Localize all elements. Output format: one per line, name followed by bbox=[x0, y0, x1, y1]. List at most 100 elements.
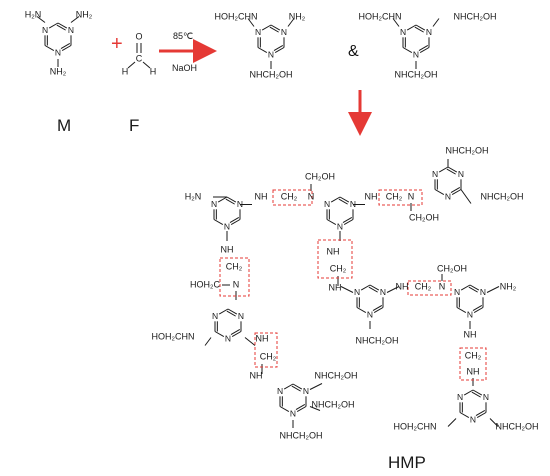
ring-bond bbox=[434, 189, 445, 196]
ring-bond bbox=[419, 47, 430, 54]
bond bbox=[340, 286, 354, 293]
methylol-group: HOH₂C bbox=[190, 279, 220, 289]
bond bbox=[489, 418, 499, 427]
ring-bond bbox=[451, 189, 462, 196]
linker-nh: NH bbox=[327, 246, 340, 256]
ring-bond bbox=[261, 24, 272, 31]
ring-nitrogen: N bbox=[211, 199, 217, 209]
ring-bond bbox=[214, 331, 225, 338]
ring-double-bond bbox=[273, 45, 284, 52]
ring-nitrogen: N bbox=[281, 27, 287, 37]
linker-nh: NH bbox=[250, 370, 263, 380]
ring-bond bbox=[463, 389, 474, 396]
ring-double-bond bbox=[472, 305, 483, 312]
ring-double-bond bbox=[468, 286, 478, 293]
hmp-substituent: NHCH₂OH bbox=[496, 421, 539, 431]
ring-bond bbox=[257, 47, 268, 54]
ring-double-bond bbox=[60, 43, 71, 50]
ring-nitrogen: N bbox=[413, 49, 419, 59]
hmp-substituent: NHCH₂OH bbox=[356, 335, 399, 345]
linkage-highlight-box bbox=[219, 257, 250, 297]
ring-double-bond bbox=[446, 168, 456, 175]
hmp-substituent: HOH₂CHN bbox=[152, 331, 195, 341]
tertiary-nitrogen: N bbox=[233, 279, 240, 289]
ring-bond bbox=[473, 307, 484, 314]
melamine-label: M bbox=[57, 116, 71, 135]
bond bbox=[386, 286, 400, 293]
ring-bond bbox=[61, 45, 72, 52]
methylene-bridge: CH₂ bbox=[465, 350, 482, 360]
highlight-box-layer bbox=[219, 189, 487, 381]
ring-bond bbox=[231, 331, 242, 338]
product-label: HMP bbox=[388, 453, 426, 472]
and-sign: & bbox=[348, 43, 359, 60]
melamine-nh2-right: NH₂ bbox=[76, 9, 93, 19]
linker-nh: NH bbox=[467, 366, 480, 376]
ring-nitrogen: N bbox=[467, 309, 473, 319]
product2-substituent: NHCH₂OH bbox=[454, 11, 497, 21]
methylene-bridge: CH₂ bbox=[260, 351, 277, 361]
ring-nitrogen: N bbox=[303, 386, 309, 396]
linker-nh: NH bbox=[329, 282, 342, 292]
bond bbox=[486, 286, 500, 293]
formaldehyde-h: H bbox=[122, 66, 129, 76]
ring-bond bbox=[292, 383, 303, 390]
methylene-bridge: CH₂ bbox=[330, 263, 347, 273]
hmp-substituent: NHCH₂OH bbox=[481, 191, 524, 201]
ring-double-bond bbox=[342, 217, 353, 224]
ring-bond bbox=[226, 196, 237, 203]
ring-bond bbox=[227, 308, 238, 315]
hmp-nh2: H₂N bbox=[185, 191, 202, 201]
ring-double-bond bbox=[291, 385, 301, 392]
ring-bond bbox=[415, 24, 426, 31]
ring-nitrogen: N bbox=[268, 49, 274, 59]
formaldehyde-oxygen: O bbox=[135, 31, 142, 41]
ring-bond bbox=[296, 406, 307, 413]
hmp-substituent: HOH₂CHN bbox=[394, 421, 437, 431]
formaldehyde-label: F bbox=[129, 116, 139, 135]
product1-substituent: HOH₂CHN bbox=[215, 11, 258, 21]
hmp-substituent: NHCH₂OH bbox=[280, 430, 323, 440]
bond bbox=[287, 18, 295, 27]
product1-nh2: NH₂ bbox=[289, 11, 306, 21]
ring-bond bbox=[472, 389, 483, 396]
methylene-bridge: CH₂ bbox=[281, 191, 298, 201]
ring-bond bbox=[44, 45, 55, 52]
ring-bond bbox=[369, 284, 380, 291]
tertiary-nitrogen: N bbox=[408, 191, 415, 201]
linker-nh: NH bbox=[365, 191, 378, 201]
bond bbox=[127, 61, 136, 69]
bond bbox=[309, 406, 321, 411]
ring-nitrogen: N bbox=[400, 27, 406, 37]
ring-bond bbox=[406, 24, 417, 31]
ring-bond bbox=[339, 196, 350, 203]
tertiary-nitrogen: N bbox=[308, 191, 315, 201]
ring-bond bbox=[343, 219, 354, 226]
ring-nitrogen: N bbox=[225, 333, 231, 343]
ring-bond bbox=[469, 284, 480, 291]
ring-bond bbox=[447, 166, 458, 173]
ring-nitrogen: N bbox=[255, 27, 261, 37]
ring-nitrogen: N bbox=[237, 199, 243, 209]
linkage-highlight-box bbox=[378, 189, 423, 206]
methylol-group: CH₂OH bbox=[437, 263, 467, 273]
ring-bond bbox=[270, 24, 281, 31]
ring-nitrogen: N bbox=[42, 25, 48, 35]
ring-double-bond bbox=[475, 410, 486, 417]
ring-bond bbox=[373, 307, 384, 314]
ring-nitrogen: N bbox=[290, 408, 296, 418]
ring-nitrogen: N bbox=[457, 392, 463, 402]
bond bbox=[36, 16, 46, 23]
ring-nitrogen: N bbox=[238, 311, 244, 321]
bond bbox=[309, 383, 323, 390]
hmp-substituent: NHCH₂OH bbox=[315, 370, 358, 380]
linker-nh: NH bbox=[256, 333, 269, 343]
melamine-nh2-bottom: NH₂ bbox=[50, 66, 67, 76]
linkage-highlight-box bbox=[254, 332, 278, 368]
ring-double-bond bbox=[450, 187, 461, 194]
ring-double-bond bbox=[414, 26, 424, 33]
ring-bond bbox=[48, 22, 59, 29]
bond bbox=[247, 18, 255, 27]
ring-bond bbox=[456, 307, 467, 314]
